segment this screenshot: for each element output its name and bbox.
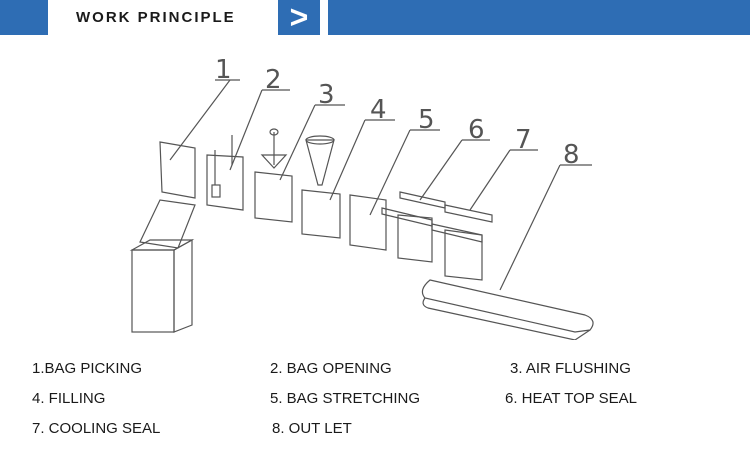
- chevron-right-icon[interactable]: >: [278, 0, 320, 35]
- legend-item: 5. BAG STRETCHING: [270, 390, 421, 407]
- leader-line-8: [499, 164, 561, 291]
- legend-item: 3. AIR FLUSHING: [510, 360, 631, 377]
- header-left-block: [0, 0, 48, 35]
- station-out-let: [421, 164, 594, 340]
- leader-line-6: [419, 139, 463, 201]
- legend-item: 8. OUT LET: [272, 420, 352, 437]
- leader-line-1: [169, 79, 231, 161]
- station-air-flushing: [254, 104, 345, 223]
- section-title: WORK PRINCIPLE: [48, 0, 278, 35]
- process-diagram: 1 2 3 4 5 6 7 8: [129, 55, 594, 340]
- station-cooling-seal: [431, 149, 538, 281]
- leader-line-4: [329, 119, 366, 201]
- header-bar: WORK PRINCIPLE >: [0, 0, 750, 35]
- header-right-block: [328, 0, 750, 35]
- legend-item: 1.BAG PICKING: [32, 360, 143, 377]
- label-4: 4: [370, 95, 387, 125]
- label-5: 5: [418, 105, 435, 135]
- station-heat-top-seal: [381, 139, 490, 263]
- label-1: 1: [215, 55, 232, 85]
- leader-line-7: [469, 149, 511, 211]
- legend-item: 2. BAG OPENING: [270, 360, 392, 377]
- leader-line-2: [229, 89, 263, 171]
- leader-line-3: [279, 104, 316, 181]
- station-filling: [301, 119, 395, 239]
- legend-item: 4. FILLING: [32, 390, 106, 407]
- label-2: 2: [265, 65, 282, 95]
- label-6: 6: [468, 115, 485, 145]
- legend-item: 7. COOLING SEAL: [32, 420, 161, 437]
- leader-line-5: [369, 129, 411, 216]
- station-bag-stretching: [349, 129, 440, 251]
- station-bag-opening: [206, 89, 290, 211]
- label-8: 8: [563, 140, 580, 170]
- station-bag-picking: [129, 79, 240, 333]
- legend-item: 6. HEAT TOP SEAL: [505, 390, 638, 407]
- label-7: 7: [515, 125, 532, 155]
- label-3: 3: [318, 80, 335, 110]
